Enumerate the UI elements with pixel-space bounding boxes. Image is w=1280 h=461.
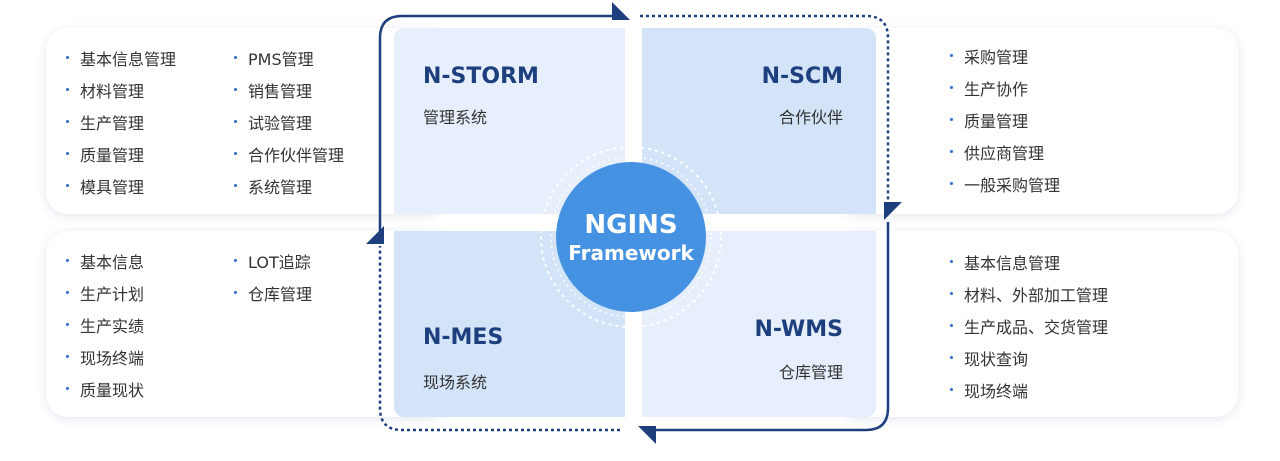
module-title: N-SCM [761,64,843,89]
list-item: 采购管理 [950,42,1060,74]
list-item: 系统管理 [234,172,344,204]
bullet-icon [66,120,69,123]
list-item: 生产实绩 [66,311,144,343]
list-item: 合作伙伴管理 [234,140,344,172]
list-item: 现场终端 [66,343,144,375]
list-item: 销售管理 [234,76,344,108]
center-title: NGINS [584,210,678,240]
bullet-icon [234,120,237,123]
list-item: 生产协作 [950,74,1060,106]
bullet-icon [950,292,953,295]
frame-line-top-left [378,14,620,240]
bullet-icon [234,56,237,59]
list-item: 仓库管理 [234,279,312,311]
list-item: 生产计划 [66,279,144,311]
bullet-icon [950,324,953,327]
module-subtitle: 管理系统 [423,108,488,127]
frame-line-top-right [640,14,890,205]
arrow-right-icon [612,2,630,20]
wms-feature-list: 基本信息管理 材料、外部加工管理 生产成品、交货管理 现状查询 现场终端 [950,248,1108,408]
frame-line-bottom-right [650,222,890,432]
inner-dashed-ring [550,156,712,318]
list-item: 质量管理 [66,140,176,172]
arrow-up-icon [366,226,384,244]
bullet-icon [234,152,237,155]
scm-feature-list: 采购管理 生产协作 质量管理 供应商管理 一般采购管理 [950,42,1060,202]
bullet-icon [950,182,953,185]
module-subtitle: 合作伙伴 [778,108,843,127]
bullet-icon [66,56,69,59]
center-subtitle: Framework [568,241,694,265]
bullet-icon [66,355,69,358]
list-item: 现场终端 [950,376,1108,408]
list-item: PMS管理 [234,44,344,76]
module-title: N-WMS [754,317,843,342]
bullet-icon [950,356,953,359]
bullet-icon [950,118,953,121]
list-item: 基本信息管理 [66,44,176,76]
bullet-icon [66,291,69,294]
bullet-icon [66,184,69,187]
list-item: 质量管理 [950,106,1060,138]
mes-feature-list-2: LOT追踪 仓库管理 [234,247,312,311]
list-item: 材料管理 [66,76,176,108]
list-item: 材料、外部加工管理 [950,280,1108,312]
list-item: 一般采购管理 [950,170,1060,202]
list-item: 生产管理 [66,108,176,140]
storm-feature-list-1: 基本信息管理 材料管理 生产管理 质量管理 模具管理 [66,44,176,204]
list-item: 质量现状 [66,375,144,407]
bullet-icon [950,150,953,153]
center-framework-circle: NGINS Framework [556,162,706,312]
bullet-icon [950,260,953,263]
arrow-left-icon [638,426,656,444]
list-item: 基本信息 [66,247,144,279]
mes-feature-list-1: 基本信息 生产计划 生产实绩 现场终端 质量现状 [66,247,144,407]
bullet-icon [66,323,69,326]
bullet-icon [234,88,237,91]
list-item: LOT追踪 [234,247,312,279]
outer-dashed-ring [540,146,722,328]
list-item: 试验管理 [234,108,344,140]
bullet-icon [950,54,953,57]
bullet-icon [950,86,953,89]
storm-feature-list-2: PMS管理 销售管理 试验管理 合作伙伴管理 系统管理 [234,44,344,204]
arrow-down-icon [884,202,902,220]
module-title: N-STORM [423,64,539,89]
wms-feature-panel: 基本信息管理 材料、外部加工管理 生产成品、交货管理 现状查询 现场终端 [838,231,1238,417]
bullet-icon [66,88,69,91]
list-item: 模具管理 [66,172,176,204]
list-item: 生产成品、交货管理 [950,312,1108,344]
bullet-icon [234,291,237,294]
bullet-icon [234,184,237,187]
list-item: 基本信息管理 [950,248,1108,280]
list-item: 现状查询 [950,344,1108,376]
module-subtitle: 现场系统 [423,373,488,392]
bullet-icon [950,388,953,391]
bullet-icon [66,152,69,155]
scm-feature-panel: 采购管理 生产协作 质量管理 供应商管理 一般采购管理 [838,28,1238,214]
bullet-icon [234,259,237,262]
module-subtitle: 仓库管理 [778,363,843,382]
bullet-icon [66,259,69,262]
list-item: 供应商管理 [950,138,1060,170]
bullet-icon [66,387,69,390]
frame-line-bottom-left [378,246,620,432]
module-title: N-MES [423,325,504,350]
